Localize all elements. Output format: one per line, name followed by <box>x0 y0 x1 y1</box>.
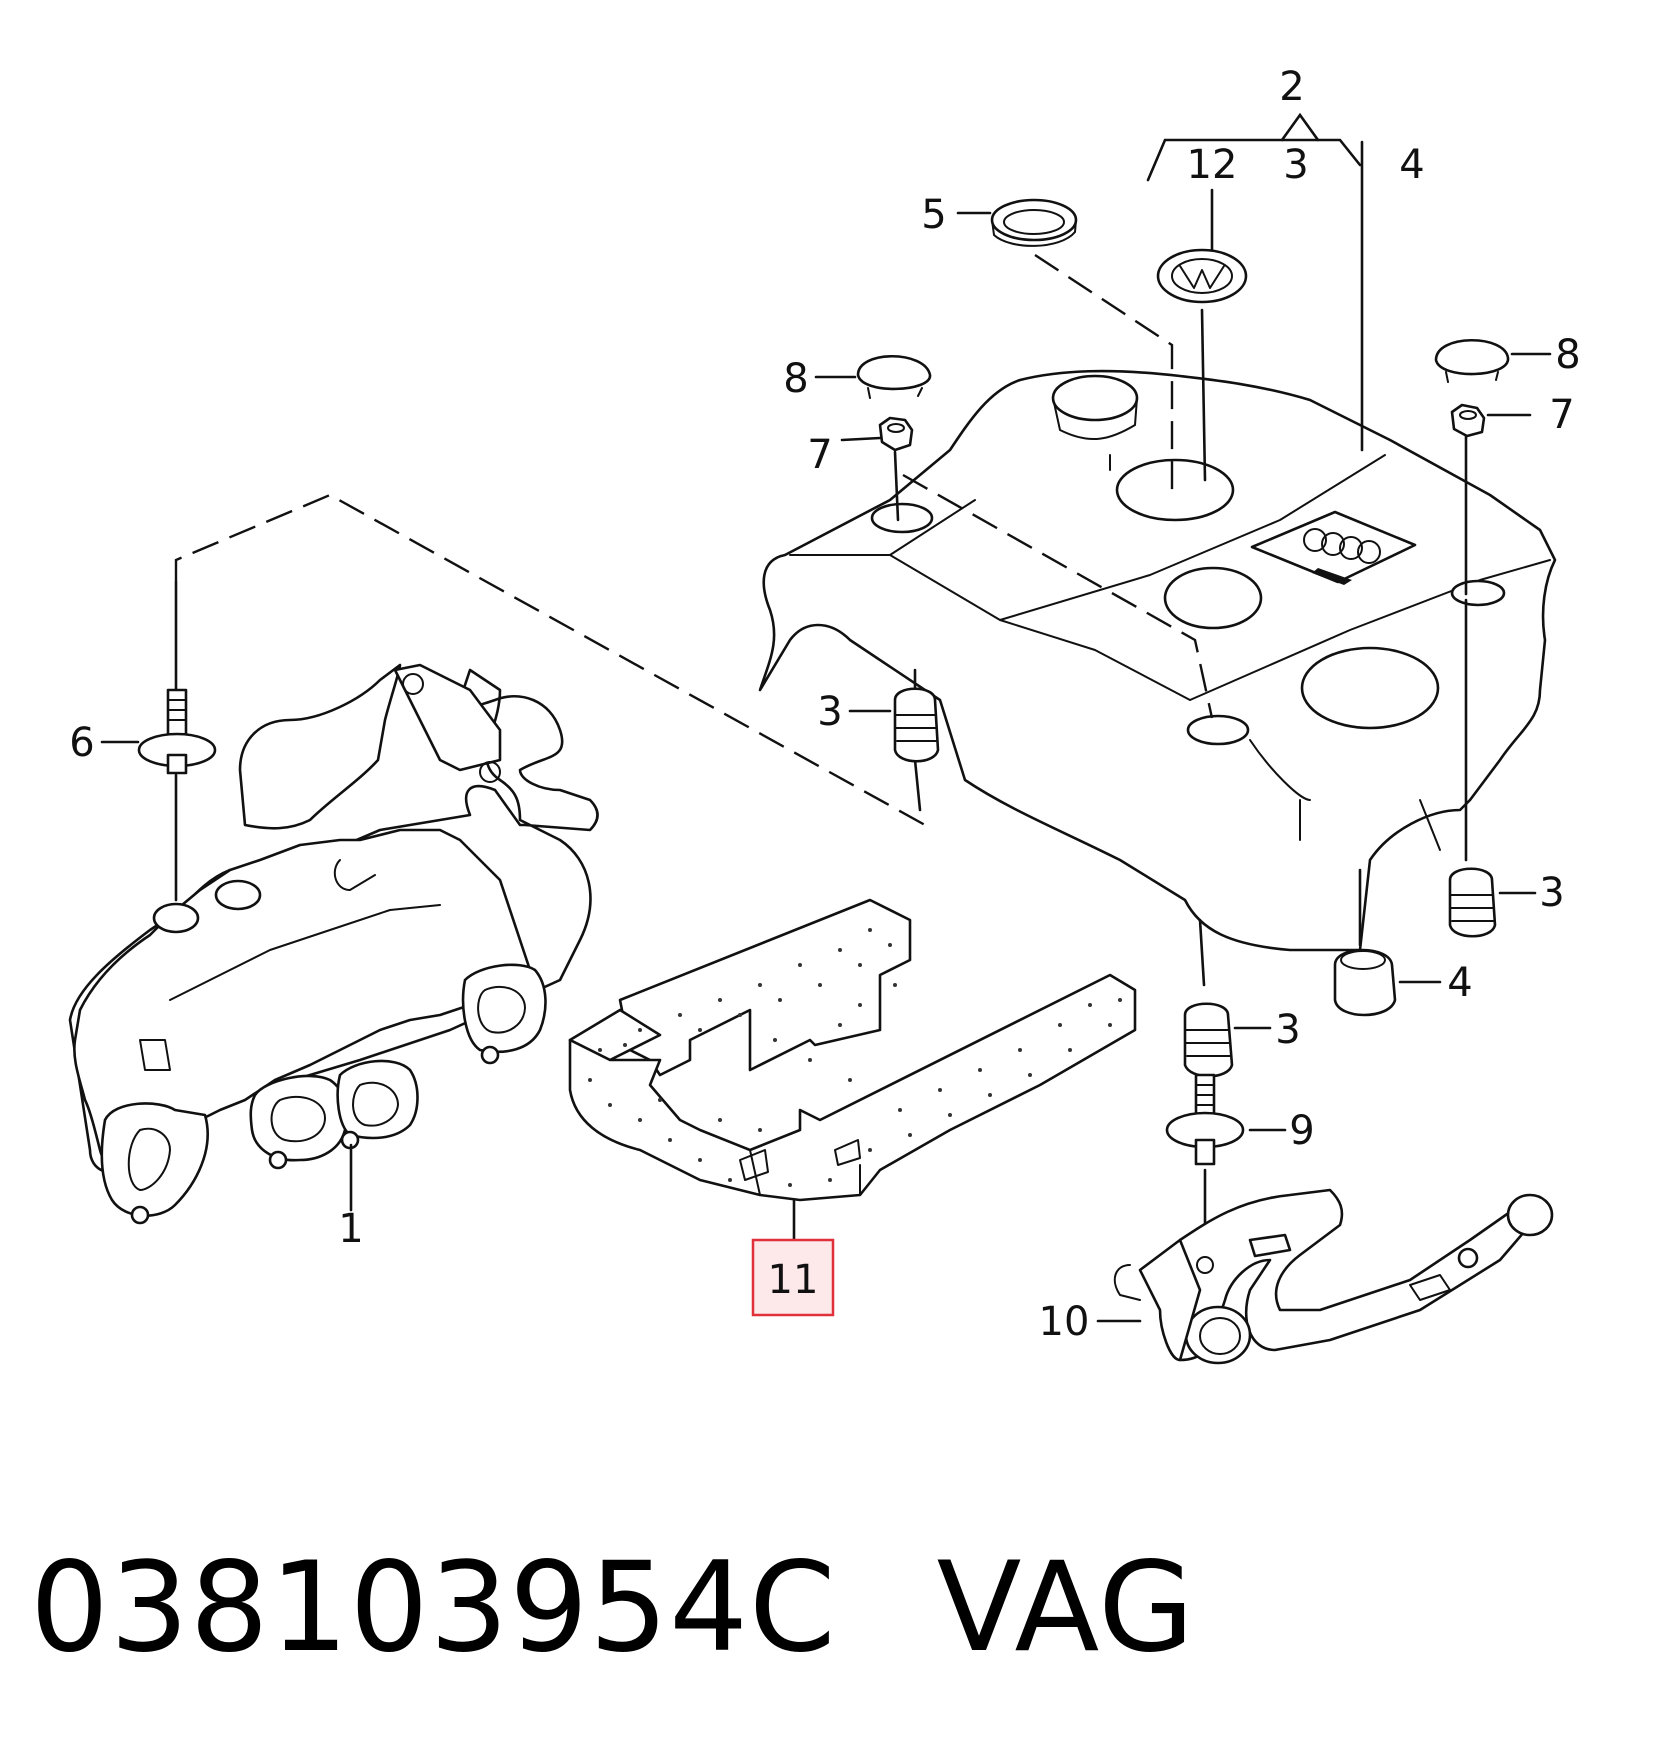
grommet-3-b <box>1183 1002 1234 1078</box>
grommet-3-a <box>893 687 940 763</box>
callout-8-right: 8 <box>1555 332 1580 378</box>
callout-3-lower: 3 <box>1275 1007 1300 1053</box>
callout-11-highlight: 11 <box>751 1238 835 1317</box>
callout-11: 11 <box>768 1257 819 1303</box>
callout-10: 10 <box>1039 1299 1090 1345</box>
callout-2: 2 <box>1279 64 1304 110</box>
assembly-lines <box>174 112 1468 1264</box>
callout-3-bracket: 3 <box>1283 142 1308 188</box>
nut-7-right <box>1450 403 1486 438</box>
callout-8-left: 8 <box>783 356 808 402</box>
coolant-pipe <box>1113 1188 1554 1365</box>
seal-ring-5 <box>990 198 1078 247</box>
stud-9 <box>1165 1073 1245 1166</box>
grommet-3-c <box>1448 867 1497 938</box>
grommet-4 <box>1333 948 1397 1017</box>
callout-1: 1 <box>338 1206 363 1252</box>
callout-5: 5 <box>921 192 946 238</box>
engine-cover <box>758 369 1557 952</box>
callout-12: 12 <box>1187 142 1238 188</box>
nut-7-left <box>878 416 914 452</box>
callout-4-bracket: 4 <box>1399 142 1424 188</box>
part-number: 038103954C <box>30 1536 837 1680</box>
vw-logo-icon <box>1156 248 1248 304</box>
callout-7-right: 7 <box>1549 392 1574 438</box>
callout-labels: 2 12 3 4 5 8 8 7 7 3 6 3 4 3 9 1 10 11 <box>69 64 1580 1345</box>
callout-6: 6 <box>69 720 94 766</box>
exhaust-manifold <box>68 663 599 1225</box>
pad-texture <box>588 928 1122 1187</box>
callout-3-left: 3 <box>817 689 842 735</box>
callout-7-left: 7 <box>807 432 832 478</box>
audi-rings-icon <box>1303 528 1381 564</box>
footer-caption: 038103954C VAG <box>30 1520 1195 1680</box>
exploded-parts-diagram: 2 12 3 4 5 8 8 7 7 3 6 3 4 3 9 1 10 11 <box>68 64 1581 1365</box>
cap-8-right <box>1434 339 1510 383</box>
callout-4: 4 <box>1447 960 1472 1006</box>
callout-leaders <box>100 188 1552 1323</box>
callout-3-right: 3 <box>1539 870 1564 916</box>
stud-6 <box>137 688 217 775</box>
tdi-badge-icon <box>1312 568 1352 585</box>
callout-9: 9 <box>1289 1108 1314 1154</box>
insulation-pad <box>568 898 1137 1202</box>
cap-8-left <box>856 355 932 399</box>
brand-name: VAG <box>936 1536 1196 1680</box>
